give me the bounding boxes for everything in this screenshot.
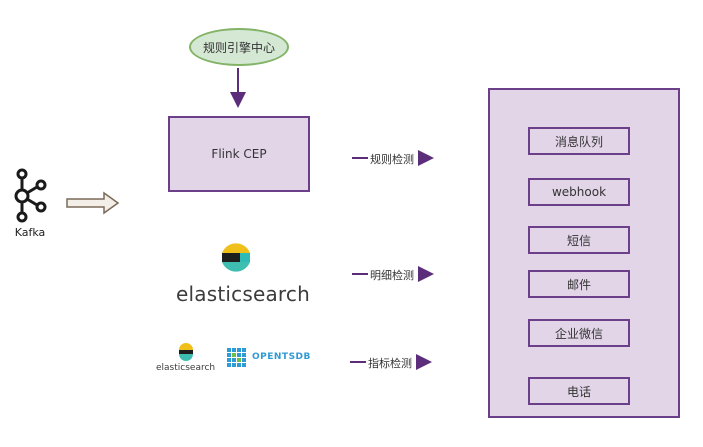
flink-cep-box[interactable]: Flink CEP [168,116,310,192]
arrow-kafka-input [66,191,120,215]
elasticsearch-small-wordmark: elasticsearch [156,363,216,373]
opentsdb-wordmark: OPENTSDB [252,352,311,362]
rule-detection-label: 规则检测 [370,153,414,166]
kafka-logo-icon [14,168,47,223]
metric-detection-label: 指标检测 [368,357,412,370]
kafka-label: Kafka [14,226,46,239]
alarm-phone[interactable]: 电话 [528,377,630,405]
alarm-wecom[interactable]: 企业微信 [528,319,630,347]
opentsdb-logo-icon [227,348,246,367]
alarm-sms[interactable]: 短信 [528,226,630,254]
elasticsearch-wordmark: elasticsearch [176,282,310,306]
elasticsearch-logo-icon [222,243,250,272]
detail-detection-label: 明细检测 [370,269,414,282]
rule-engine-center[interactable]: 规则引擎中心 [189,28,289,66]
alarm-email[interactable]: 邮件 [528,270,630,298]
elasticsearch-small-logo-icon [179,343,193,361]
alarm-webhook[interactable]: webhook [528,178,630,206]
alarm-message-queue[interactable]: 消息队列 [528,127,630,155]
